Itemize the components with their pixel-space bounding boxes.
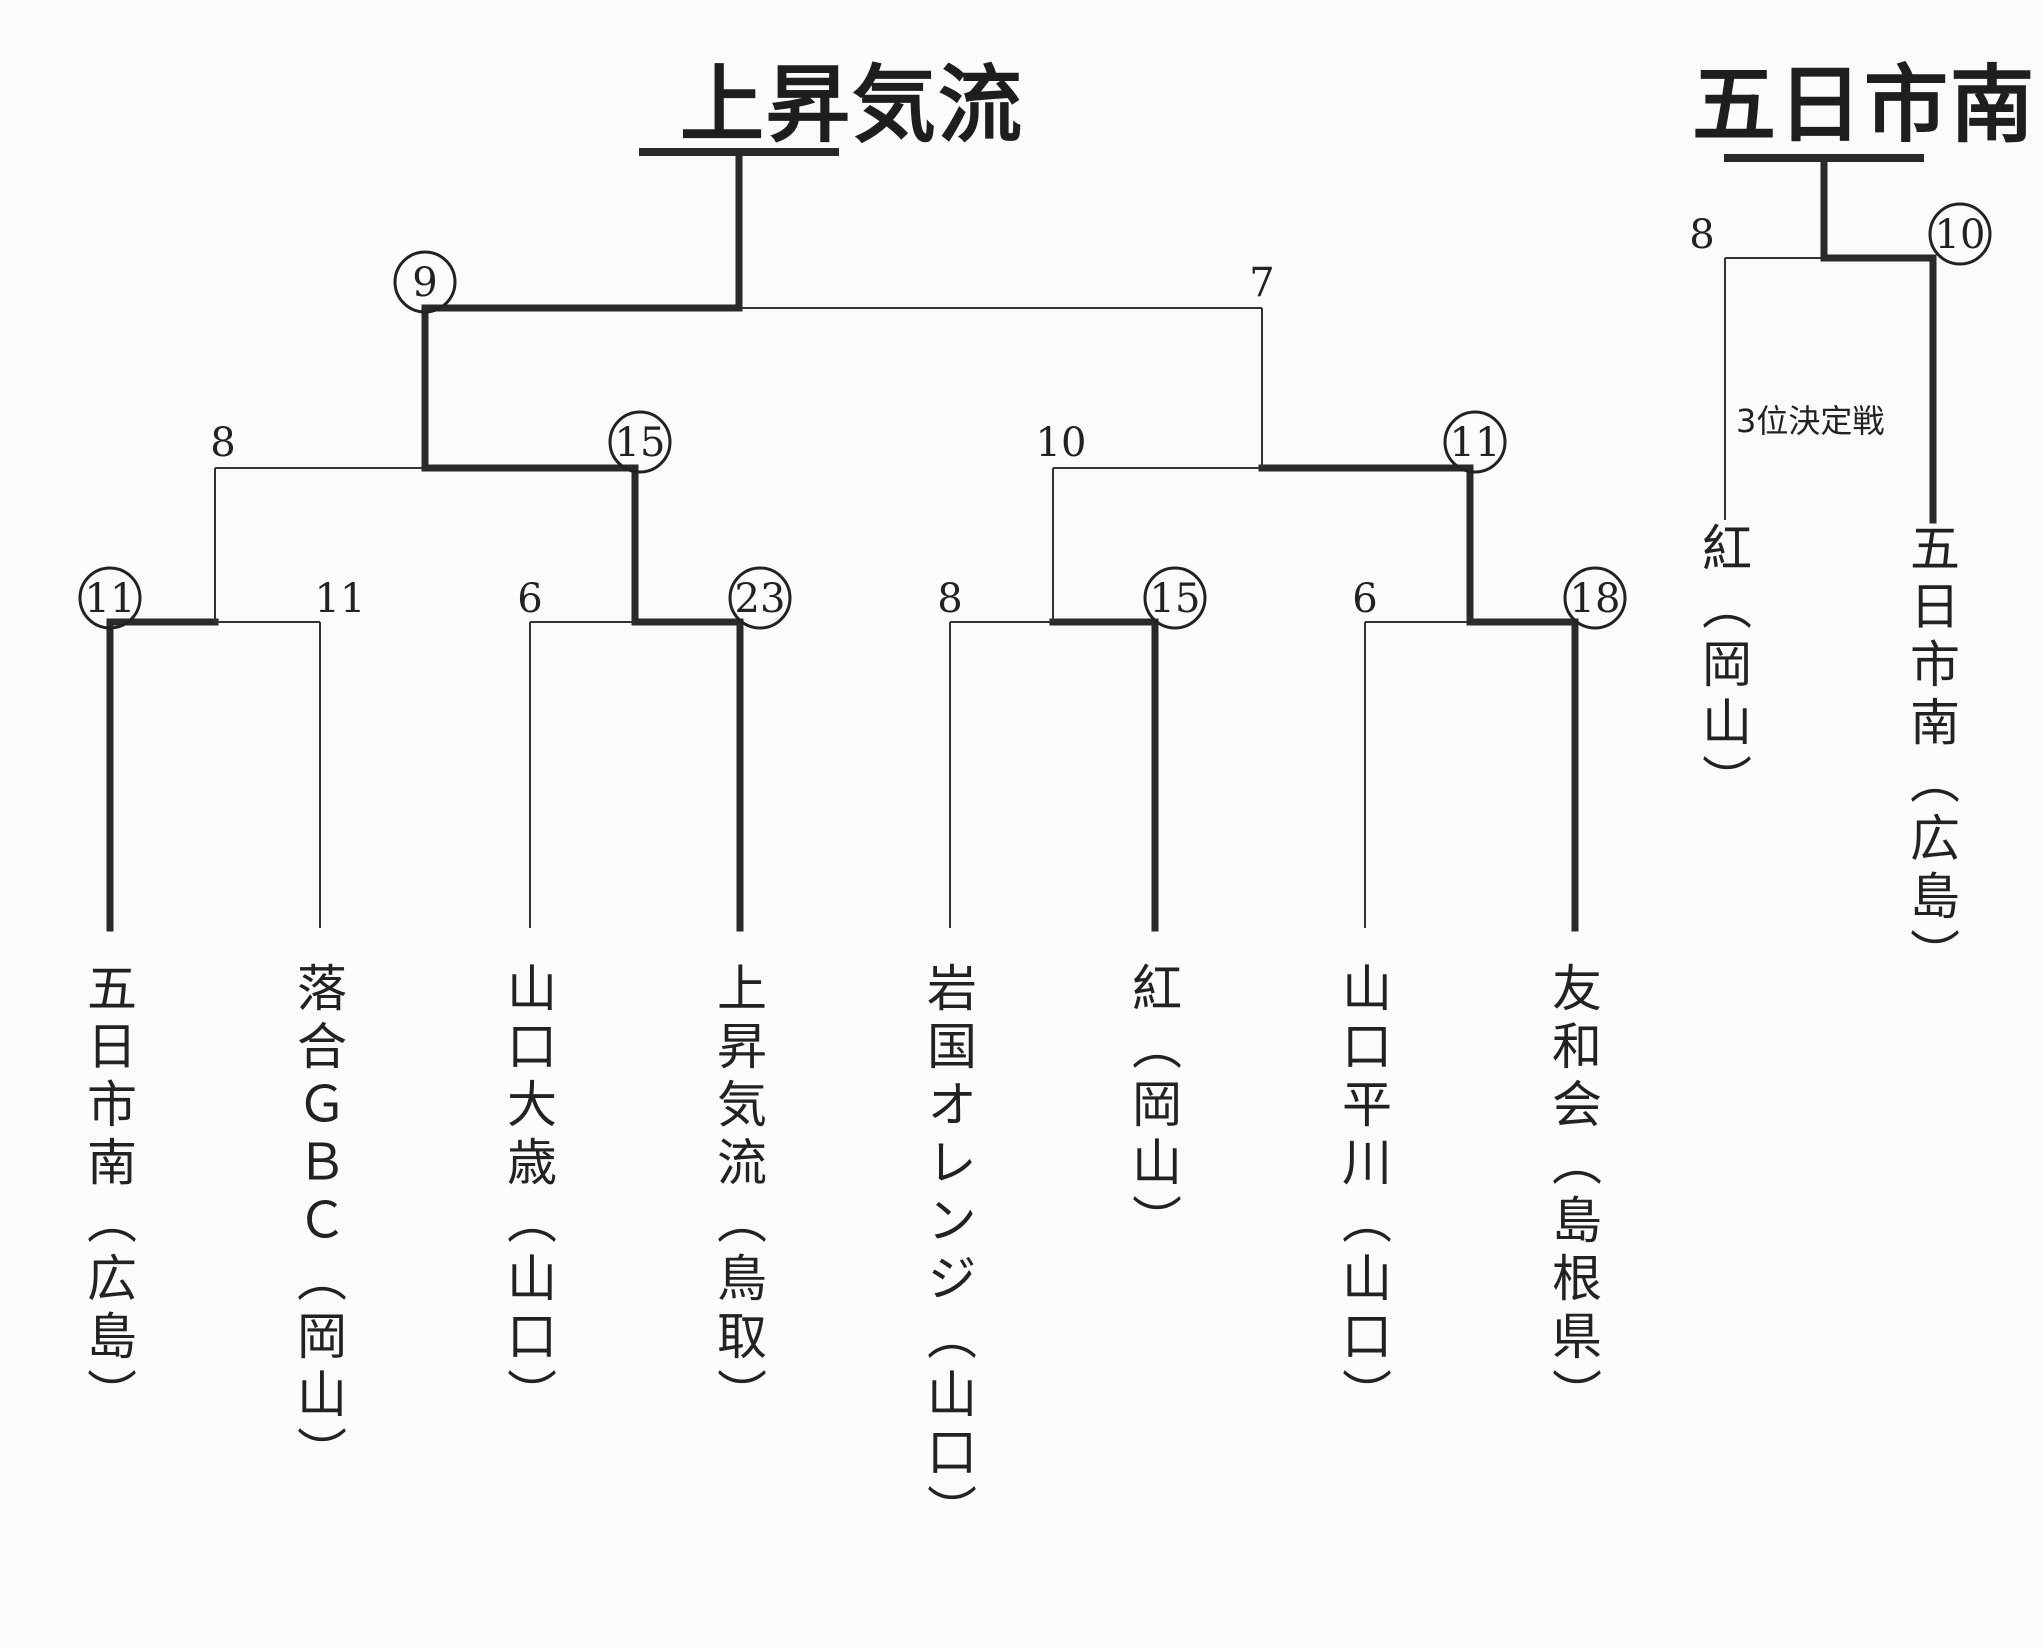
semifinal-score: 15: [615, 420, 666, 466]
team-name: 落合ＧＢＣ（岡山）: [289, 962, 347, 1484]
team-name: 岩国オレンジ（山口）: [919, 962, 977, 1542]
champion-title: 上昇気流: [680, 56, 1025, 154]
round1-score: 18: [1570, 576, 1621, 622]
semifinal-score-circle: [1443, 410, 1507, 474]
round1-score: 15: [1150, 576, 1201, 622]
team-name: 上昇気流（鳥取）: [709, 962, 767, 1426]
round1-score: 6: [1352, 576, 1377, 622]
round1-score: 6: [517, 576, 542, 622]
third-place-score: 10: [1935, 212, 1986, 258]
team-name: 紅（岡山）: [1124, 962, 1182, 1252]
team-name: 山口平川（山口）: [1334, 962, 1392, 1426]
round1-score-circle: [1143, 566, 1207, 630]
final-score: 9: [412, 260, 437, 306]
round1-score-circle: [1563, 566, 1627, 630]
semifinal-score: 10: [1036, 420, 1087, 466]
round1-score: 11: [85, 576, 136, 622]
round1-score-circle: [78, 566, 142, 630]
team-name: 友和会（島根県）: [1544, 962, 1602, 1426]
final-score: 7: [1249, 260, 1274, 306]
semifinal-score-circle: [608, 410, 672, 474]
team-name: 五日市南（広島）: [79, 962, 137, 1426]
final-score-circle: [393, 250, 457, 314]
round1-score: 23: [735, 576, 786, 622]
third-place-team-name: 五日市南（広島）: [1902, 522, 1960, 986]
third-place-score: 8: [1689, 212, 1714, 258]
round1-score: 8: [937, 576, 962, 622]
third-place-team-name: 紅（岡山）: [1694, 522, 1752, 812]
semifinal-score: 11: [1450, 420, 1501, 466]
third-place-match-label: 3位決定戦: [1736, 402, 1885, 440]
team-name: 山口大歳（山口）: [499, 962, 557, 1426]
third-place-winner-title: 五日市南: [1692, 56, 2037, 154]
round1-score: 11: [315, 576, 366, 622]
round1-score-circle: [728, 566, 792, 630]
semifinal-score: 8: [210, 420, 235, 466]
third-place-score-circle: [1928, 202, 1992, 266]
